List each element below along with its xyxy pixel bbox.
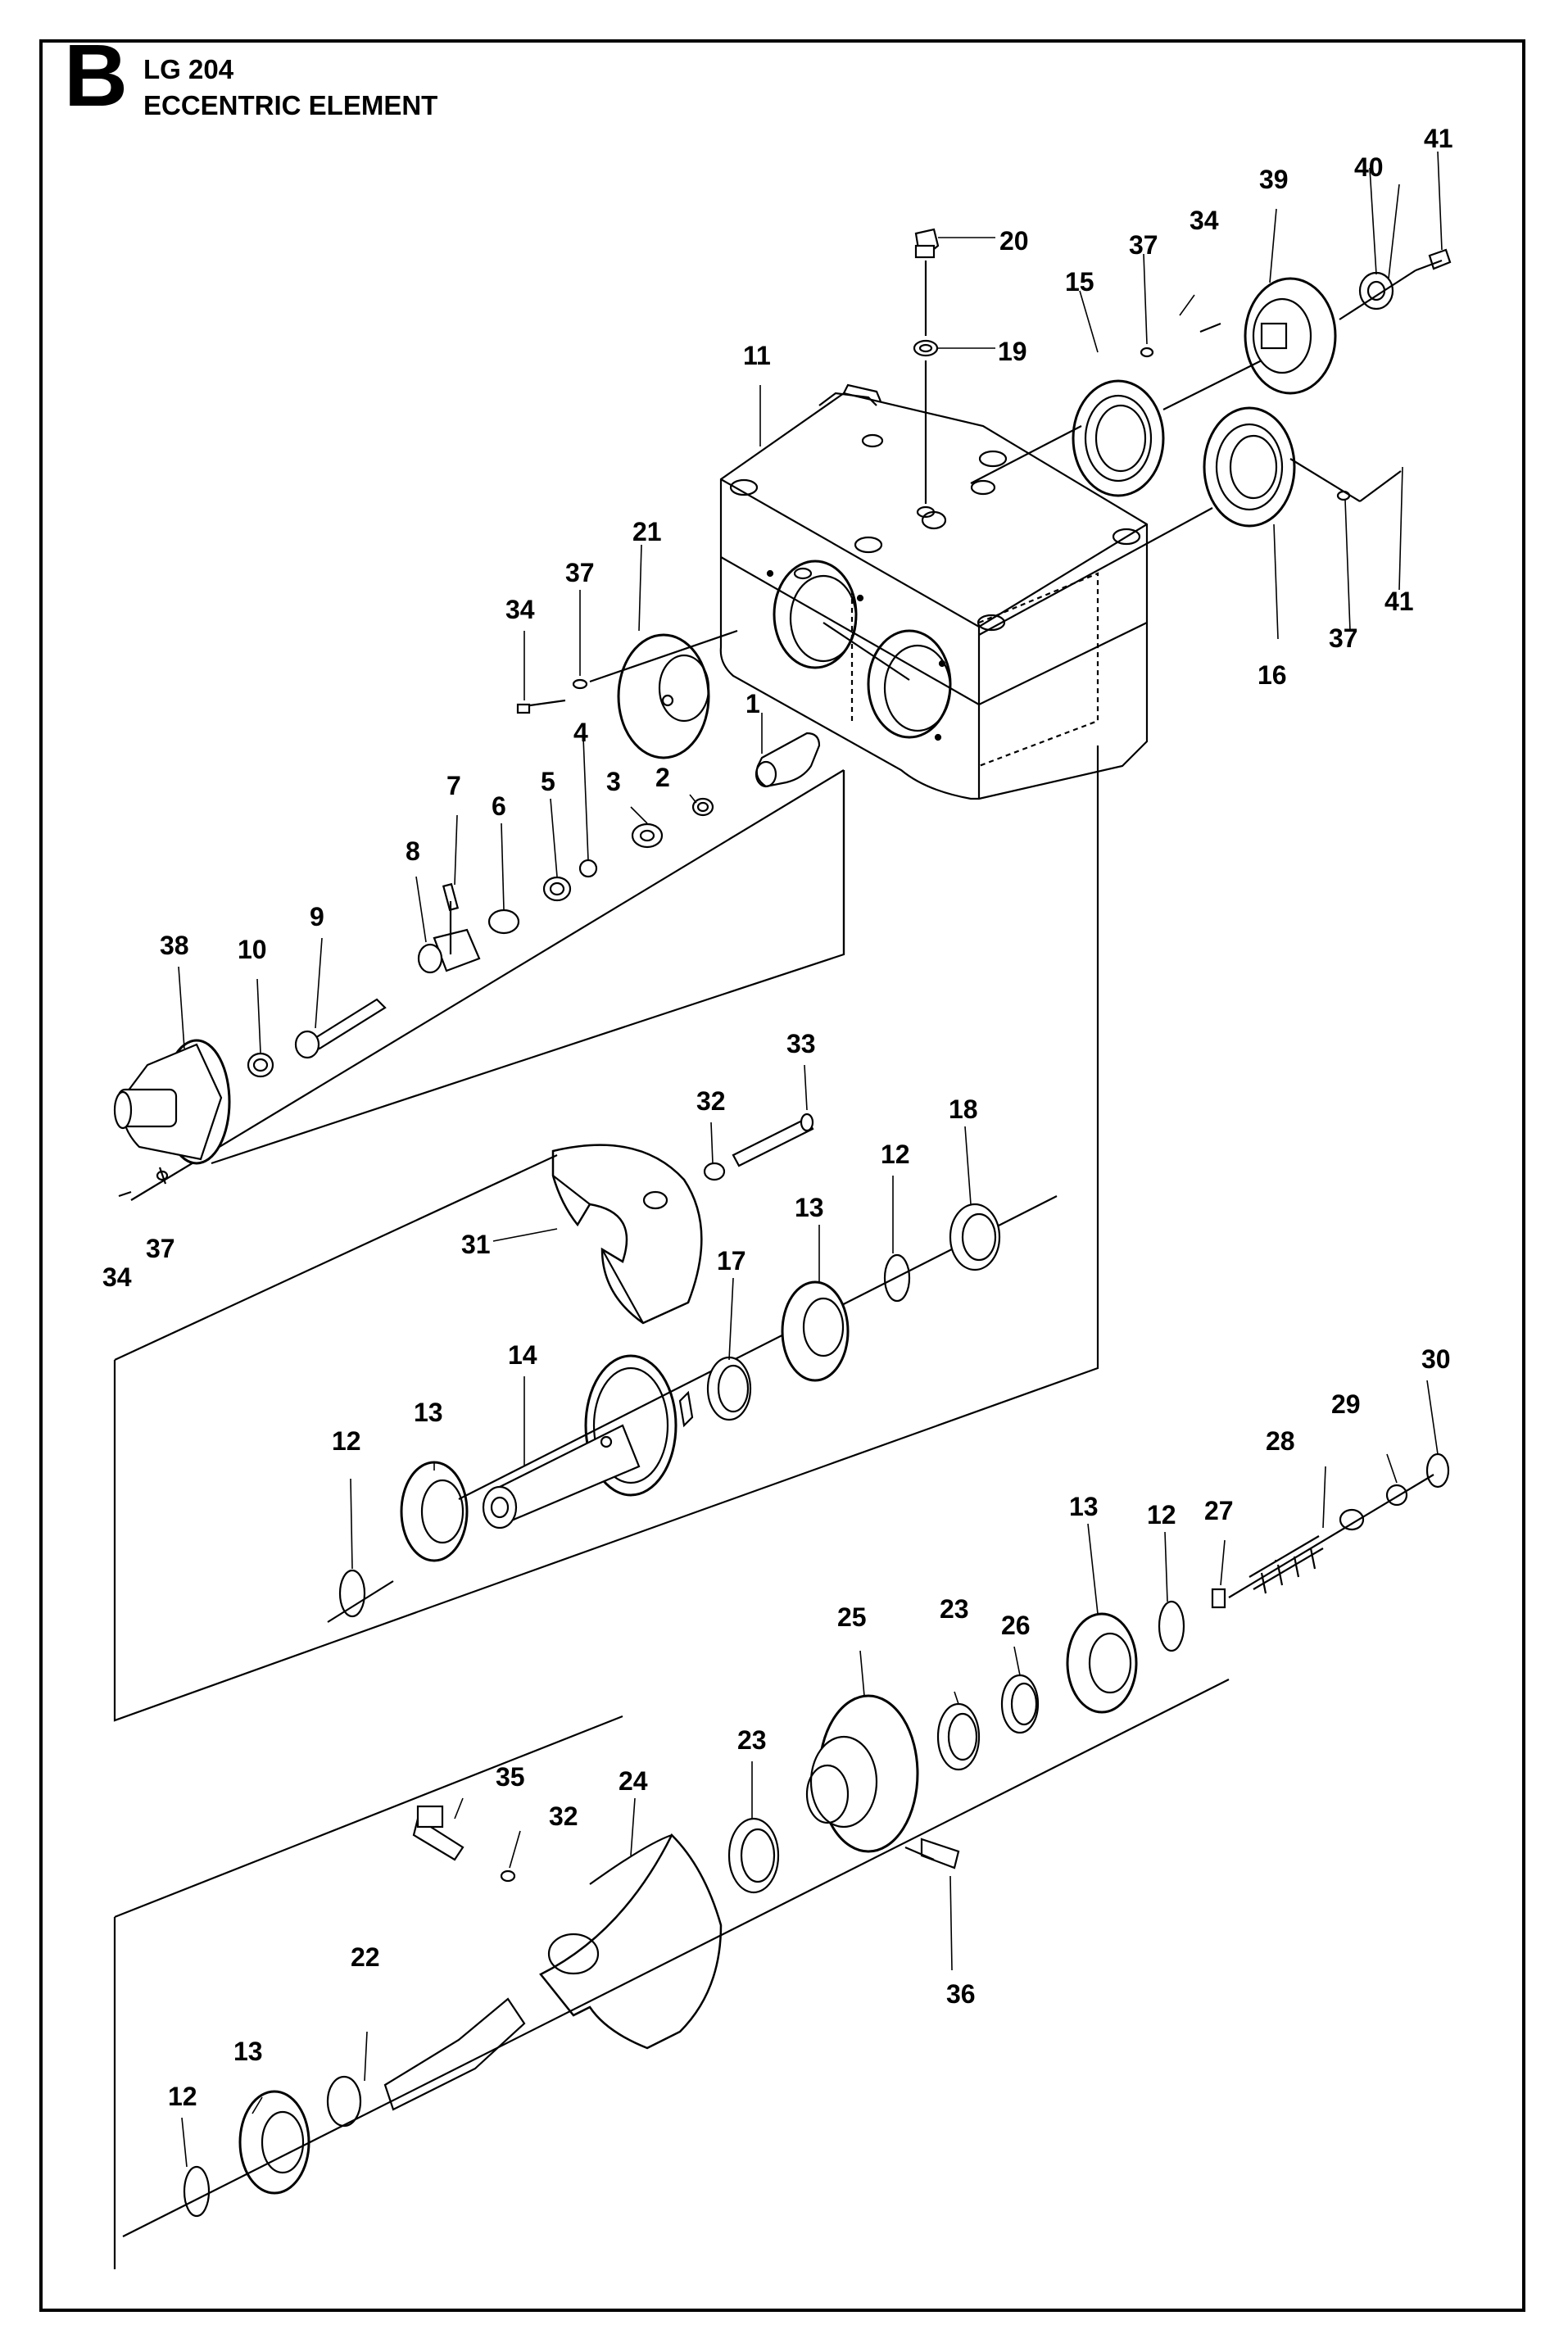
callout-label: 33 (786, 1029, 816, 1058)
callout-label: 21 (632, 517, 662, 546)
gearbox-housing (719, 383, 1149, 800)
left-cover-assembly (516, 622, 910, 759)
callout-label: 17 (717, 1246, 746, 1276)
callout-label: 37 (565, 558, 595, 587)
section-letter: B (64, 25, 128, 125)
callout-label: 30 (1421, 1344, 1451, 1374)
callout-label: 13 (233, 2037, 263, 2066)
callout-labels: 1 2 3 4 5 6 7 8 9 10 11 12 12 12 12 13 1… (102, 124, 1453, 2111)
callout-label: 13 (1069, 1492, 1099, 1521)
callout-label: 37 (1129, 230, 1158, 260)
callout-label: 22 (351, 1942, 380, 1972)
callout-label: 34 (1190, 206, 1219, 235)
group-boundary-lines (113, 745, 1099, 2269)
callout-label: 12 (332, 1426, 361, 1456)
callout-label: 38 (160, 931, 189, 960)
callout-label: 28 (1266, 1426, 1295, 1456)
callout-label: 32 (549, 1801, 578, 1831)
callout-label: 12 (168, 2082, 197, 2111)
callout-label: 29 (1331, 1389, 1361, 1419)
callout-label: 25 (837, 1602, 867, 1632)
callout-label: 19 (998, 337, 1027, 366)
callout-label: 1 (745, 689, 760, 718)
callout-label: 13 (414, 1398, 443, 1427)
right-bearing-assembly (970, 248, 1452, 636)
callout-label: 20 (999, 226, 1029, 256)
callout-label: 26 (1001, 1611, 1031, 1640)
callout-label: 27 (1204, 1496, 1234, 1525)
callout-label: 35 (496, 1762, 525, 1792)
callout-label: 16 (1258, 660, 1287, 690)
callout-label: 2 (655, 763, 670, 792)
leader-lines (178, 151, 1443, 2168)
callout-label: 34 (102, 1262, 132, 1292)
left-end-cover (113, 770, 845, 1198)
upper-bearing-set (706, 1203, 1001, 1421)
callout-label: 34 (505, 595, 535, 624)
callout-label: 23 (737, 1725, 767, 1755)
callout-label: 41 (1384, 587, 1414, 616)
callout-label: 31 (461, 1230, 491, 1259)
callout-label: 8 (406, 836, 420, 866)
callout-label: 9 (310, 902, 324, 931)
callout-label: 15 (1065, 267, 1094, 297)
callout-label: 40 (1354, 152, 1384, 182)
callout-label: 36 (946, 1979, 976, 2009)
shaft-components (130, 732, 845, 1201)
callout-label: 37 (1329, 623, 1358, 653)
callout-label: 41 (1424, 124, 1453, 153)
callout-label: 3 (606, 767, 621, 796)
upper-eccentric-assembly (327, 1113, 1058, 1623)
callout-label: 13 (795, 1193, 824, 1222)
callout-label: 14 (508, 1340, 537, 1370)
callout-label: 5 (541, 767, 555, 796)
page-frame (39, 39, 1525, 2312)
callout-label: 12 (1147, 1500, 1176, 1529)
callout-label: 12 (881, 1140, 910, 1169)
callout-label: 11 (743, 341, 771, 370)
model-number: LG 204 (143, 54, 234, 84)
callout-label: 23 (940, 1594, 969, 1624)
callout-label: 39 (1259, 165, 1289, 194)
callout-label: 37 (146, 1234, 175, 1263)
lower-eccentric-assembly (122, 1452, 1450, 2237)
callout-label: 7 (446, 771, 461, 800)
callout-label: 18 (949, 1094, 978, 1124)
diagram-title: ECCENTRIC ELEMENT (143, 90, 438, 120)
callout-label: 4 (573, 718, 588, 747)
callout-label: 10 (238, 935, 267, 964)
callout-label: 32 (696, 1086, 726, 1116)
callout-label: 6 (492, 791, 506, 821)
plug-and-washer (913, 228, 940, 519)
callout-label: 24 (619, 1766, 648, 1796)
